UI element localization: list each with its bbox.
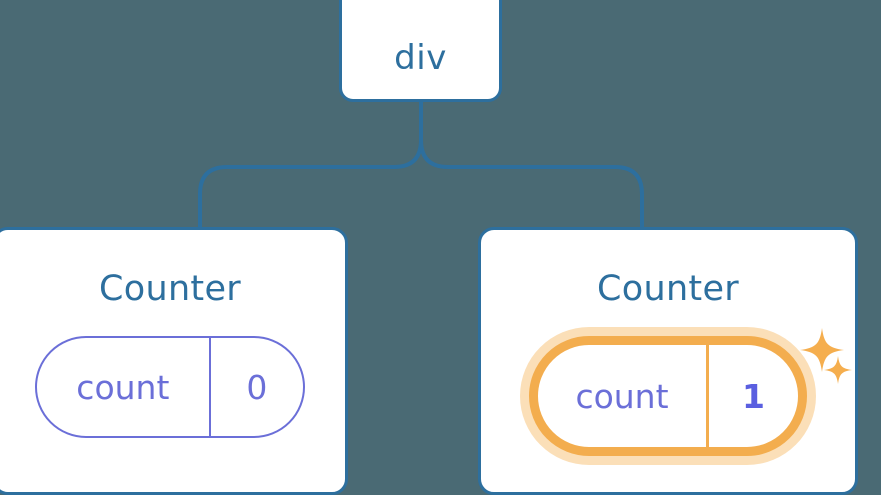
state-pill-wrapper-right: count 1 [529, 336, 807, 456]
tree-node-counter-left[interactable]: Counter count 0 [0, 227, 348, 495]
state-key-cell-right: count [538, 345, 706, 447]
tree-node-div[interactable]: div [339, 0, 502, 102]
state-pill-right[interactable]: count 1 [529, 336, 807, 456]
state-value-label-left: 0 [246, 367, 268, 407]
connector-left [198, 98, 423, 231]
tree-node-div-label: div [394, 38, 447, 78]
counter-title-right: Counter [597, 269, 739, 309]
counter-title-left: Counter [99, 269, 241, 309]
state-key-label-right: count [575, 376, 669, 416]
state-key-cell-left: count [37, 338, 209, 436]
state-pill-wrapper-left: count 0 [35, 336, 305, 438]
state-value-cell-right: 1 [706, 345, 798, 447]
state-value-label-right: 1 [742, 376, 765, 416]
state-key-label-left: count [76, 367, 170, 407]
state-pill-left[interactable]: count 0 [35, 336, 305, 438]
connector-right [419, 98, 644, 231]
tree-node-counter-right[interactable]: Counter count 1 [478, 227, 858, 495]
state-value-cell-left: 0 [208, 338, 303, 436]
